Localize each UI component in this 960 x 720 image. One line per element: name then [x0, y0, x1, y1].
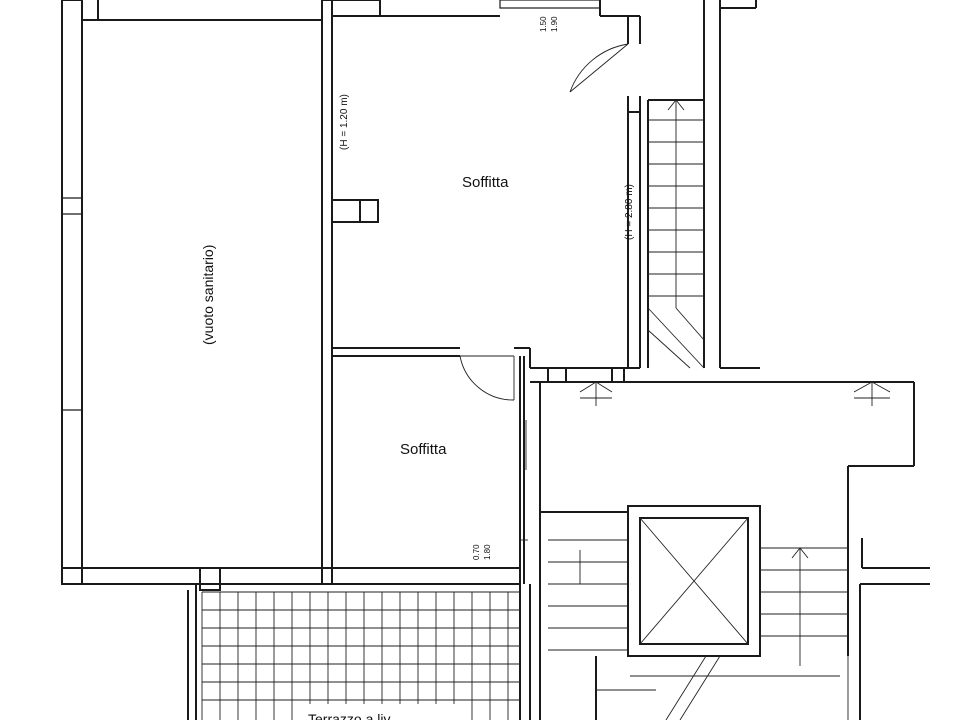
height-label-upper-right: (H = 2.80 m): [624, 184, 635, 240]
dim-window-upper-b: 1.90: [550, 16, 559, 32]
landing-corridor: [539, 368, 930, 720]
soffitta-upper-room: Soffitta (H = 1.20 m) (H = 2.80 m) 1.50 …: [332, 0, 641, 401]
dim-window-lower-a: 0.70: [472, 544, 481, 560]
terrace-tile-grid: [201, 591, 520, 720]
central-wall: [321, 0, 379, 585]
terrace-label: Terrazzo a liv: [308, 711, 390, 720]
dim-window-lower-b: 1.80: [483, 544, 492, 560]
stairs-upper: [647, 0, 760, 369]
soffitta-lower-room: Soffitta 0.70 1.80: [400, 356, 528, 584]
lift-and-stairs-lower: [539, 505, 849, 720]
vuoto-sanitario-label: (vuoto sanitario): [200, 245, 216, 345]
soffitta-lower-label: Soffitta: [400, 441, 447, 458]
terrace-area: Terrazzo a liv: [187, 567, 531, 720]
dim-window-upper-a: 1.50: [539, 16, 548, 32]
height-label-upper-left: (H = 1.20 m): [339, 94, 350, 150]
vuoto-sanitario-area: [61, 0, 521, 585]
soffitta-upper-label: Soffitta: [462, 174, 509, 191]
terrace-label-bg: [300, 704, 460, 720]
